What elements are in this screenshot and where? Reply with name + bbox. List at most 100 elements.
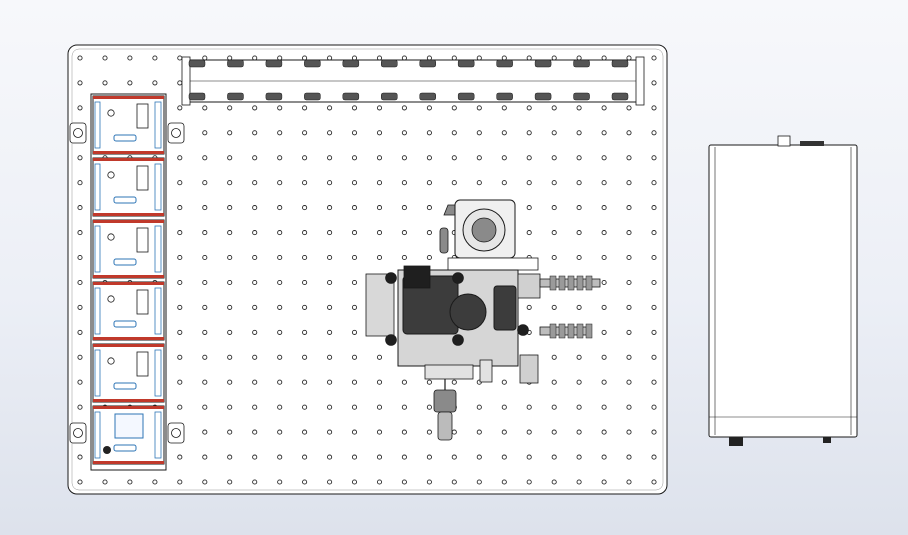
micrometer-actuator[interactable]	[539, 275, 601, 291]
rack-hook-bottom[interactable]	[304, 92, 321, 101]
breadboard-hole	[77, 479, 83, 485]
module-housing[interactable]	[92, 219, 165, 279]
module-connector-port[interactable]	[113, 258, 137, 266]
enclosure-side-view[interactable]	[708, 135, 858, 446]
breadboard-hole	[327, 205, 333, 211]
control-module[interactable]	[92, 95, 165, 155]
rack-hook-top[interactable]	[496, 59, 513, 68]
rack-hook-bottom[interactable]	[496, 92, 513, 101]
stage-clamp-knob[interactable]	[452, 334, 464, 346]
module-connector-port[interactable]	[113, 320, 137, 328]
rack-hook-bottom[interactable]	[188, 92, 206, 101]
breadboard-hole	[152, 55, 158, 61]
rack-hook-top[interactable]	[265, 59, 283, 68]
breadboard-hole	[177, 479, 183, 485]
module-top-accent	[93, 96, 164, 99]
microscope-stage-assembly[interactable]	[365, 199, 601, 441]
breadboard-hole	[376, 180, 383, 186]
module-housing[interactable]	[92, 281, 165, 341]
breadboard-hole	[501, 180, 507, 186]
mount-clamp[interactable]	[167, 122, 185, 144]
stage-clamp-knob[interactable]	[385, 272, 397, 284]
breadboard-hole	[252, 379, 258, 385]
rack-hook-top[interactable]	[457, 59, 475, 68]
rack-hook-top[interactable]	[534, 59, 552, 68]
stage-handle[interactable]	[439, 227, 449, 254]
stage-actuator[interactable]	[493, 285, 517, 331]
cable-connector[interactable]	[437, 411, 453, 441]
rack-hook-bottom[interactable]	[534, 92, 552, 101]
mount-clamp[interactable]	[69, 122, 87, 144]
breadboard-hole	[426, 105, 432, 111]
breadboard-hole	[202, 404, 208, 410]
rack-hook-top[interactable]	[573, 59, 590, 68]
module-housing[interactable]	[92, 157, 165, 217]
rack-hook-bottom[interactable]	[381, 92, 398, 101]
breadboard-plate[interactable]	[67, 44, 668, 495]
module-side-label	[154, 287, 162, 335]
mount-clamp[interactable]	[167, 422, 185, 444]
breadboard-hole	[277, 354, 283, 360]
breadboard-hole	[277, 105, 283, 111]
breadboard-hole	[327, 230, 333, 236]
rack-hook-top[interactable]	[419, 59, 436, 68]
rack-hook-bottom[interactable]	[457, 92, 475, 101]
rack-hook-bottom[interactable]	[573, 92, 590, 101]
module-housing[interactable]	[92, 95, 165, 155]
breadboard-hole	[376, 454, 383, 460]
module-connector-port[interactable]	[113, 382, 137, 390]
breadboard-hole	[302, 254, 308, 261]
rack-hook-top[interactable]	[304, 59, 321, 68]
breadboard-hole	[202, 329, 208, 335]
rack-hook-bottom[interactable]	[342, 92, 360, 101]
breadboard-hole	[526, 404, 532, 410]
breadboard-hole	[576, 230, 582, 236]
breadboard-hole	[252, 205, 258, 211]
module-side-label	[154, 101, 162, 149]
module-top-accent	[93, 344, 164, 347]
rack-hook-bottom[interactable]	[419, 92, 436, 101]
cable-rack[interactable]	[181, 56, 645, 106]
module-connector-port[interactable]	[113, 444, 137, 452]
control-module[interactable]	[92, 157, 165, 217]
rack-hook-top[interactable]	[188, 59, 206, 68]
breadboard-hole	[202, 155, 208, 161]
stage-clamp-knob[interactable]	[385, 334, 397, 346]
breadboard-hole	[476, 130, 482, 136]
control-module-stack[interactable]	[69, 93, 185, 471]
breadboard-hole	[376, 354, 383, 360]
breadboard-hole	[376, 105, 383, 111]
optical-breadboard[interactable]	[67, 44, 668, 495]
breadboard-hole	[351, 180, 358, 186]
micrometer-actuator[interactable]	[539, 323, 593, 339]
stage-clamp-knob[interactable]	[452, 272, 464, 284]
focus-drive[interactable]	[449, 293, 487, 331]
control-module[interactable]	[92, 281, 165, 341]
module-connector-port[interactable]	[113, 196, 137, 204]
control-module[interactable]	[92, 219, 165, 279]
cable-gland[interactable]	[433, 389, 457, 413]
rack-hook-top[interactable]	[611, 59, 629, 68]
rack-hook-top[interactable]	[381, 59, 398, 68]
rack-hook-bottom[interactable]	[227, 92, 244, 101]
rack-hook-top[interactable]	[342, 59, 360, 68]
module-connector-port[interactable]	[113, 134, 137, 142]
control-module[interactable]	[92, 405, 165, 465]
breadboard-hole	[202, 130, 208, 136]
breadboard-hole	[401, 155, 407, 161]
mount-clamp[interactable]	[69, 422, 87, 444]
enclosure-body[interactable]	[708, 144, 858, 438]
control-module[interactable]	[92, 343, 165, 403]
breadboard-hole	[302, 379, 308, 385]
rack-hook-bottom[interactable]	[265, 92, 283, 101]
module-housing[interactable]	[92, 343, 165, 403]
breadboard-hole	[277, 479, 283, 485]
micrometer-thimble	[576, 275, 584, 291]
rack-hook-bottom[interactable]	[611, 92, 629, 101]
breadboard-hole	[651, 155, 657, 161]
rack-hook-top[interactable]	[227, 59, 244, 68]
module-power-knob[interactable]	[103, 446, 111, 454]
stage-clamp-knob[interactable]	[517, 324, 529, 336]
